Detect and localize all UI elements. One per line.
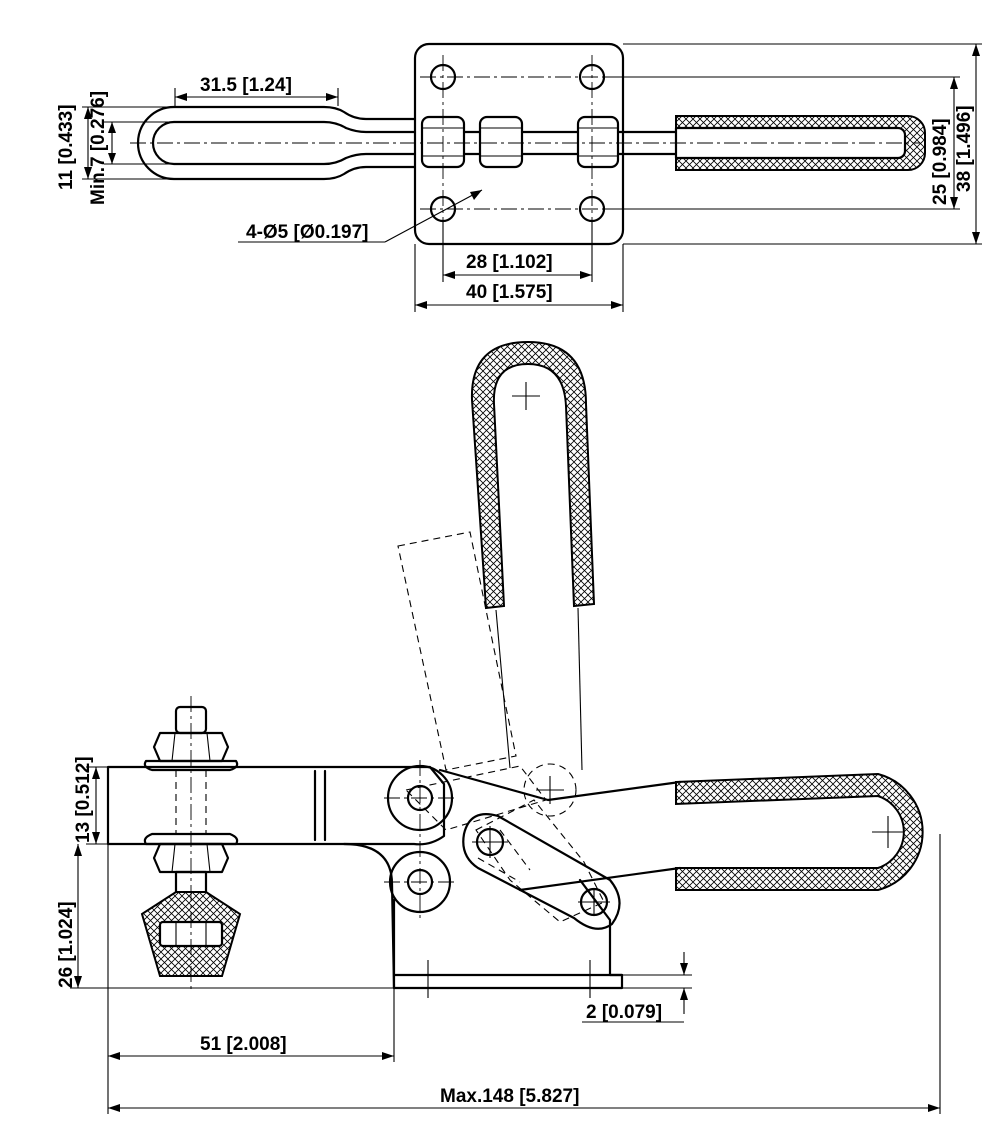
dim-overall-length: Max.148 [5.827] [440, 1086, 579, 1107]
base-plate-outline [413, 42, 625, 246]
closed-handle-grip [675, 772, 924, 891]
raised-handle-grip [470, 340, 596, 610]
dim-base-depth: 38 [1.496] [954, 105, 975, 192]
dim-spindle-height: 26 [1.024] [56, 901, 77, 988]
dim-hole-spacing-x: 28 [1.102] [466, 252, 553, 273]
dim-holes: 4-Ø5 [Ø0.197] [246, 222, 369, 243]
dim-loop-width: 11 [0.433] [56, 104, 77, 190]
side-view [106, 340, 924, 998]
dim-bar-height: 13 [0.512] [73, 756, 94, 843]
link-plate [462, 813, 621, 930]
dim-handle-length: 31.5 [1.24] [200, 75, 292, 96]
side-view-dimensions: 13 [0.512] 26 [1.024] 2 [0.079] 51 [2.00… [56, 756, 941, 1114]
dim-base-offset: 2 [0.079] [586, 1002, 662, 1023]
dim-reach: 51 [2.008] [200, 1034, 287, 1055]
closed-handle-arm [438, 768, 682, 892]
mounting-hole [429, 63, 457, 91]
top-view-dimensions: 31.5 [1.24] 11 [0.433] Min.7 [0.276] 4-Ø… [56, 43, 982, 312]
top-view [130, 42, 926, 246]
mounting-hole [429, 195, 457, 223]
dim-base-width: 40 [1.575] [466, 282, 553, 303]
dim-hole-spacing-y: 25 [0.984] [930, 118, 951, 205]
dim-min-gap: Min.7 [0.276] [88, 91, 109, 205]
